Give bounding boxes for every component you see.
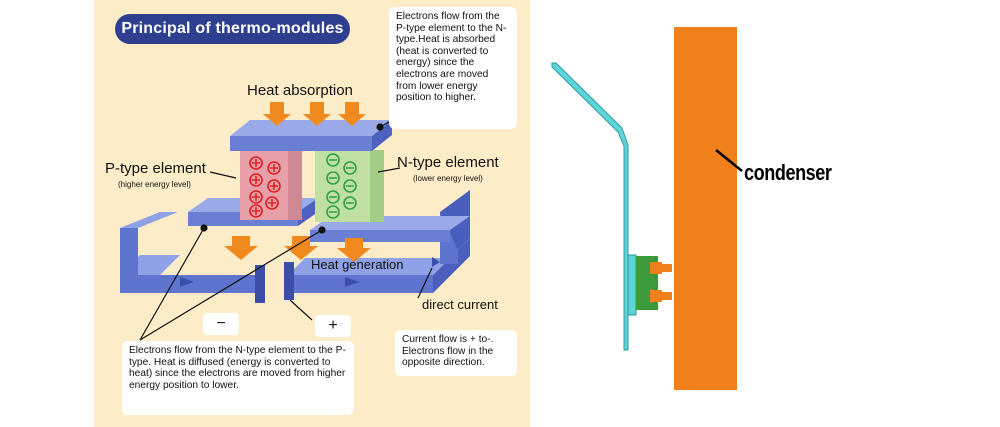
top-plate: [230, 120, 392, 151]
diagram-title: Principal of thermo-modules: [115, 14, 350, 44]
n-type-sublabel: (lower energy level): [413, 174, 483, 183]
p-type-sublabel: (higher energy level): [118, 180, 191, 189]
heat-absorption-label: Heat absorption: [247, 82, 353, 99]
heat-generation-arrows: [224, 236, 371, 262]
p-type-block: [240, 150, 302, 220]
minus-terminal: −: [203, 313, 239, 335]
note-p-to-n: Electrons flow from the P-type element t…: [389, 7, 517, 129]
heat-generation-label: Heat generation: [311, 257, 404, 272]
condenser-block: [674, 27, 737, 390]
plus-terminal: +: [315, 315, 351, 337]
note-current-flow: Current flow is + to-. Electrons flow in…: [395, 330, 517, 376]
heat-absorption-arrows: [263, 102, 366, 126]
p-type-label: P-type element: [105, 160, 206, 177]
n-type-block: [315, 150, 384, 222]
n-type-label: N-type element: [397, 154, 499, 171]
condenser-label: condenser: [744, 160, 832, 185]
condenser-assembly: [551, 27, 743, 390]
leader-lines: [139, 117, 433, 341]
note-n-to-p: Electrons flow from the N-type element t…: [122, 341, 354, 415]
direct-current-label: direct current: [422, 297, 498, 312]
